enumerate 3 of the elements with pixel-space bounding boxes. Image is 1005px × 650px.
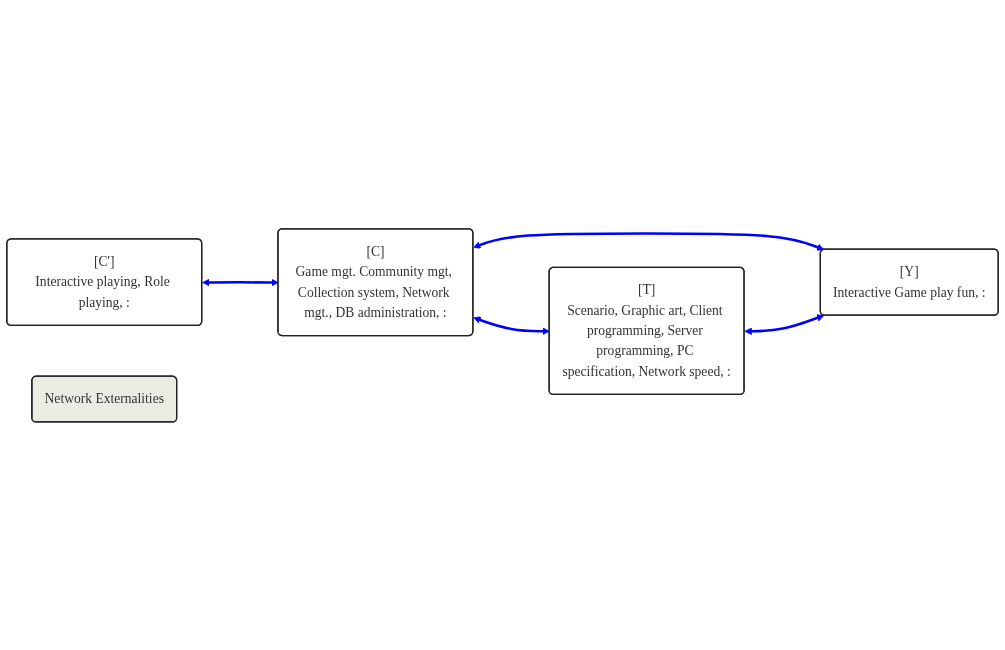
arrow	[473, 316, 550, 335]
arrow	[744, 313, 825, 335]
arrow	[473, 231, 825, 251]
